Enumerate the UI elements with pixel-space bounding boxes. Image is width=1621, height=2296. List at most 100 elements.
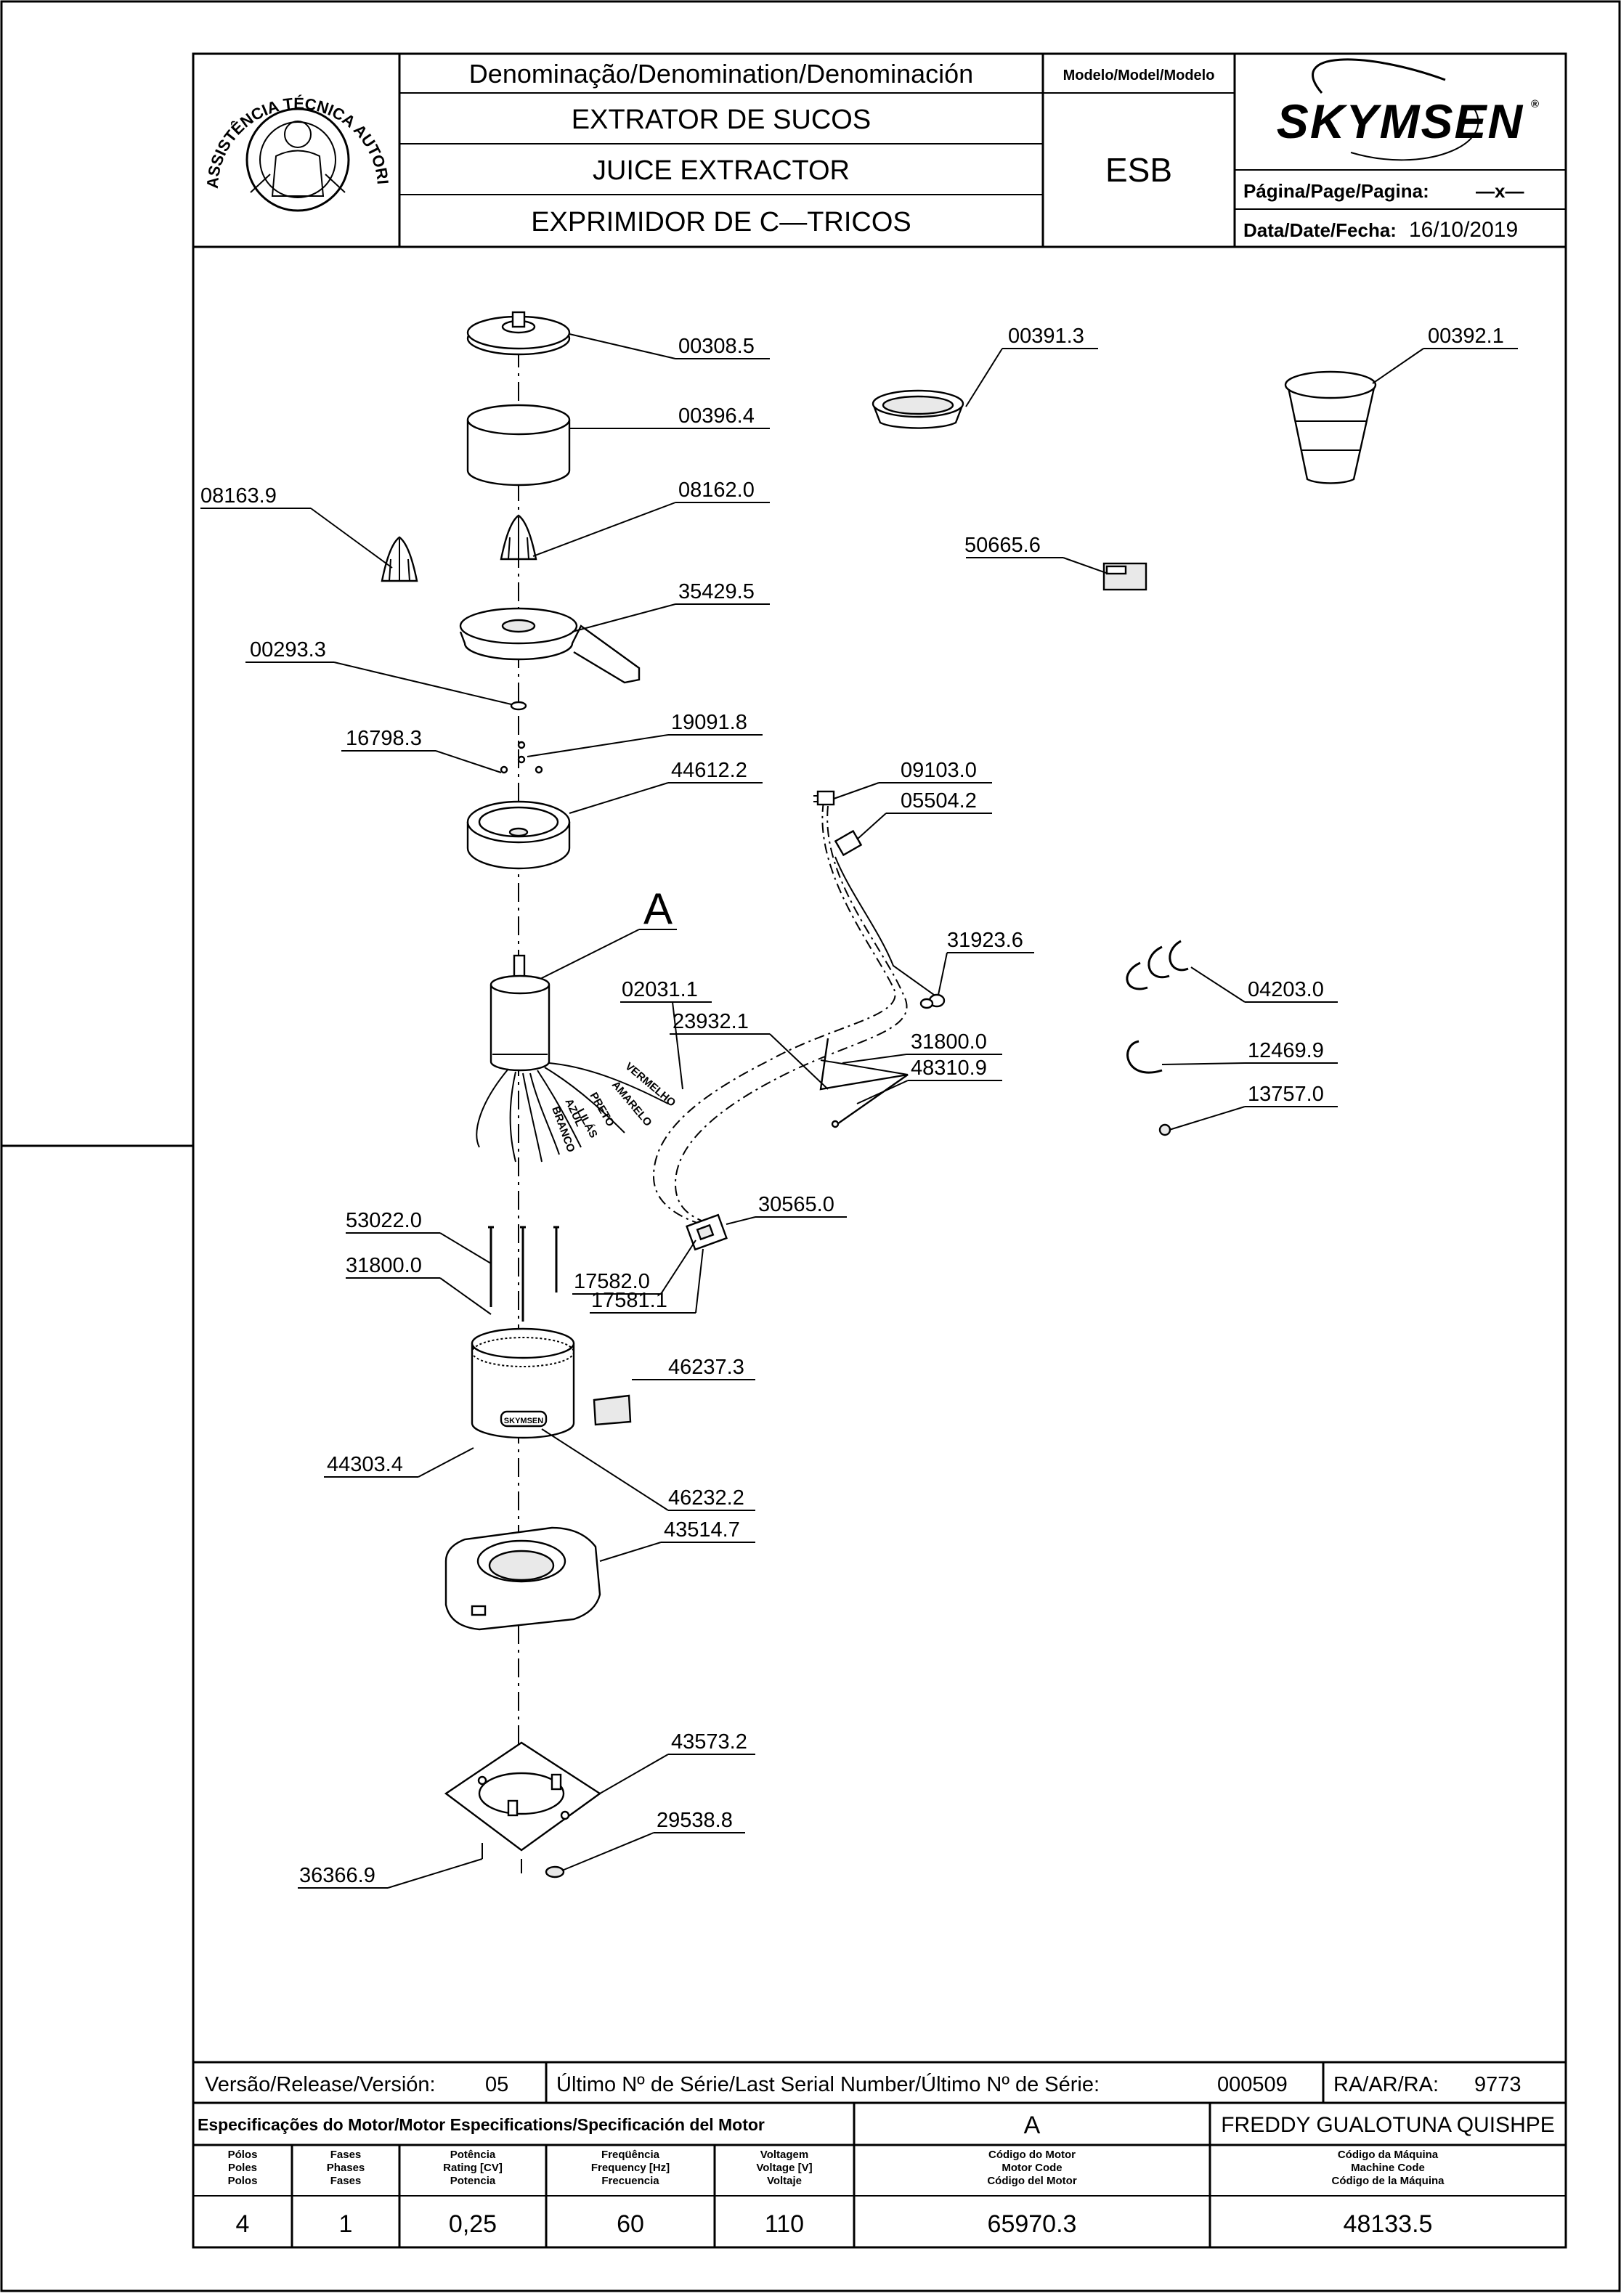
part-number-08162-0: 08162.0 [678,479,755,502]
part-number-44303-4: 44303.4 [327,1453,403,1476]
phases-header-en: Phases [327,2162,365,2174]
part-number-31923-6: 31923.6 [947,929,1023,952]
part-number-53022-0: 53022.0 [346,1209,422,1232]
part-number-12469-9: 12469.9 [1248,1039,1324,1062]
part-number-13757-0: 13757.0 [1248,1083,1324,1106]
date-label: Data/Date/Fecha: [1243,219,1397,241]
motor-code-header-pt: Código do Motor [988,2149,1076,2161]
brand-name: SKYMSEN [1277,94,1524,148]
housing-badge-text: SKYMSEN [504,1417,543,1425]
brand-logo: SKYMSEN ® [1277,58,1539,161]
machine-code-header-es: Código de la Máquina [1331,2175,1445,2187]
power-header-es: Potencia [450,2175,496,2187]
spec-power: Potência Rating [CV] Potencia 0,25 [443,2149,503,2238]
sieve-part [872,389,964,429]
power-value: 0,25 [449,2210,497,2238]
spring-clip-part [1126,940,1189,990]
juice-tray-part [459,607,641,684]
poles-header-pt: Pólos [228,2149,258,2161]
serial-label: Último Nº de Série/Last Serial Number/Úl… [556,2072,1100,2096]
power-header-en: Rating [CV] [443,2162,503,2174]
part-number-23932-1: 23932.1 [673,1010,749,1033]
page-label: Página/Page/Pagina: [1243,180,1429,202]
part-number-00396-4: 00396.4 [678,404,755,428]
title-block: Denominação/Denomination/Denominación Mo… [193,54,1566,248]
frequency-header-es: Frecuencia [601,2175,659,2187]
part-number-50665-6: 50665.6 [964,534,1041,557]
part-number-08163-9: 08163.9 [200,484,277,508]
motor-marker: A [1024,2112,1041,2139]
motor-code-header-es: Código del Motor [987,2175,1076,2187]
spec-motor-code: Código do Motor Motor Code Código del Mo… [987,2149,1076,2238]
part-number-31800-0-rod: 31800.0 [346,1254,422,1277]
footer-block: Versão/Release/Versión: 05 Último Nº de … [193,2061,1566,2247]
voltage-header-pt: Voltagem [760,2149,808,2161]
lid-part [466,311,571,356]
product-name-en: JUICE EXTRACTOR [593,155,850,186]
model-value: ESB [1105,151,1172,189]
detail-marker-text: A [643,884,673,933]
part-number-31800-0-cable: 31800.0 [911,1030,987,1054]
part-number-30565-0: 30565.0 [758,1193,834,1216]
assistance-seal: ASSISTÊNCIA TÉCNICA AUTORIZADA [0,0,392,212]
brand-registered-mark: ® [1531,98,1539,110]
ra-label: RA/AR/RA: [1333,2073,1439,2096]
part-number-44612-2: 44612.2 [671,759,747,782]
frequency-header-en: Frequency [Hz] [591,2162,670,2174]
power-header-pt: Potência [450,2149,496,2161]
reamer-small-part [500,514,537,561]
voltage-value: 110 [765,2210,804,2238]
cable-bundle [819,1038,909,1128]
detail-marker-a: A [537,884,677,981]
spec-voltage: Voltagem Voltage [V] Voltaje 110 [756,2149,812,2238]
spec-poles: Pólos Poles Polos 4 [228,2149,258,2238]
voltage-header-es: Voltaje [767,2175,802,2187]
product-name-es: EXPRIMIDOR DE C—TRICOS [531,207,911,237]
part-number-05504-2: 05504.2 [901,789,977,813]
part-number-00392-1: 00392.1 [1428,325,1504,348]
frequency-header-pt: Freqüência [601,2149,660,2161]
part-number-46232-2: 46232.2 [668,1486,744,1510]
motor-wires: VERMELHO AMARELO PRETO AZUL BRANCO LILÁS [476,1060,678,1163]
motor-cover-part: SKYMSEN [471,1327,575,1439]
machine-code-value: 48133.5 [1344,2210,1433,2238]
part-number-09103-0: 09103.0 [901,759,977,782]
rubber-foot-part [545,1865,565,1878]
part-number-43573-2: 43573.2 [671,1730,747,1754]
seal-text: ASSISTÊNCIA TÉCNICA AUTORIZADA [0,0,392,189]
callout-leaders [200,333,1518,1889]
warning-plate-part [1102,562,1147,591]
cup-part [1284,370,1377,484]
part-number-43514-7: 43514.7 [664,1518,740,1542]
part-number-04203-0: 04203.0 [1248,978,1324,1001]
denomination-label: Denominação/Denomination/Denominación [469,59,973,89]
frequency-value: 60 [617,2210,644,2238]
spec-phases: Fases Phases Fases 1 [327,2149,365,2238]
part-number-16798-3: 16798.3 [346,727,422,750]
base-part [444,1526,601,1631]
serial-value: 000509 [1217,2073,1288,2096]
part-number-29538-8: 29538.8 [657,1809,733,1832]
switch-part [686,1213,728,1251]
phases-header-pt: Fases [330,2149,362,2161]
upper-housing-part [466,800,571,870]
power-cord [652,790,945,1228]
phases-value: 1 [339,2210,353,2238]
poles-header-es: Polos [228,2175,258,2187]
part-number-46237-3: 46237.3 [668,1356,744,1379]
screws-part [500,741,543,774]
part-number-35429-5: 35429.5 [678,580,755,603]
part-number-17582-0: 17582.0 [574,1270,650,1293]
wire-clip-part [1126,1040,1163,1074]
phases-header-es: Fases [330,2175,362,2187]
base-plate-part [444,1741,602,1852]
part-number-17581-1: 17581.1 [591,1289,667,1312]
part-number-00308-5: 00308.5 [678,335,755,358]
drawing-frame [192,52,1567,2249]
strain-relief-part [919,993,946,1009]
base-screws-part [482,1843,522,1873]
technician-name: FREDDY GUALOTUNA QUISHPE [1221,2113,1555,2137]
